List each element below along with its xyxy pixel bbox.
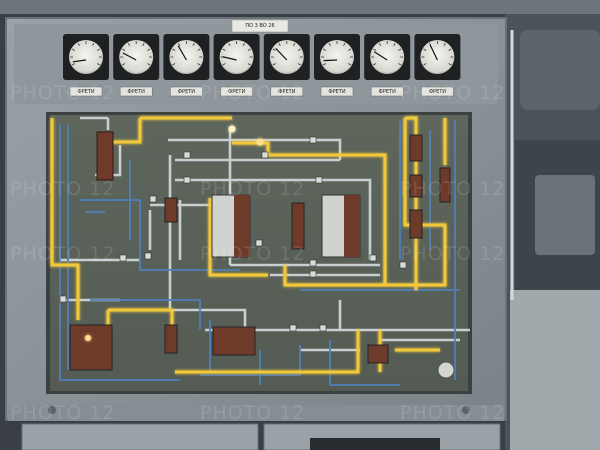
valve-symbols xyxy=(59,136,407,332)
gauge xyxy=(263,34,310,97)
right-tank-low xyxy=(409,209,423,239)
pump-valve xyxy=(164,324,178,354)
gauge-label: ФРЕТИ xyxy=(77,88,95,95)
gauge-label: ФРЕТИ xyxy=(378,88,396,95)
right-exchanger-core xyxy=(344,195,360,257)
left-exchanger-core xyxy=(234,195,250,257)
indicator-lamp xyxy=(437,361,455,379)
gauge-row xyxy=(63,34,461,97)
valve-block-left xyxy=(164,197,178,223)
gauge xyxy=(163,34,210,97)
right-tank-mid xyxy=(409,174,423,198)
pump-left xyxy=(69,324,113,371)
left-tank xyxy=(96,131,114,181)
gauge-label: ФРЕТИ xyxy=(328,88,346,95)
white-lines xyxy=(60,116,470,352)
screw xyxy=(462,406,470,414)
gauge xyxy=(63,34,109,97)
gauge-label: ФРЕТИ xyxy=(177,88,196,95)
pump-center xyxy=(212,326,256,356)
blue-lines xyxy=(59,120,460,386)
components xyxy=(69,131,455,379)
far-right-tank xyxy=(439,167,451,203)
gauge-label: ФРЕТИ xyxy=(278,88,296,95)
center-filter xyxy=(291,202,305,250)
gauge xyxy=(213,34,260,97)
gauge-label: ФРЕТИ xyxy=(227,88,246,95)
pump-right xyxy=(367,344,389,364)
gauge xyxy=(314,34,360,97)
top-id-plate-text: ПО 3 ВО 26 xyxy=(245,23,275,29)
gauge-label: ФРЕТИ xyxy=(127,88,145,95)
top-rail xyxy=(0,0,600,14)
right-cabinet xyxy=(510,290,600,450)
gauge xyxy=(364,34,411,97)
cabinet-base-rail xyxy=(8,405,504,421)
top-id-plate xyxy=(231,19,289,33)
gauge xyxy=(113,34,160,97)
gauge-label: ФРЕТИ xyxy=(428,88,447,95)
screw xyxy=(48,406,56,414)
right-tank-top xyxy=(409,134,423,162)
lower-door-left xyxy=(21,423,259,450)
indicator-lights xyxy=(85,125,264,341)
gauge xyxy=(414,34,461,97)
pipe-housing xyxy=(520,30,600,110)
lower-window xyxy=(310,438,440,450)
glow-lines xyxy=(50,116,447,374)
motor-casing xyxy=(535,175,595,255)
